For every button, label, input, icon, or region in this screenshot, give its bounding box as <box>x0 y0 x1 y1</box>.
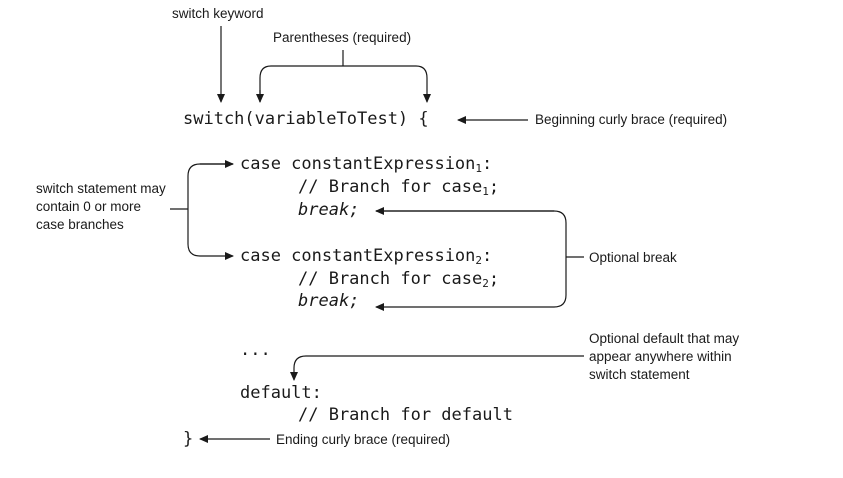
ending-brace-label: Ending curly brace (required) <box>276 432 451 447</box>
case1-sub: 1 <box>475 162 483 175</box>
case-branches-line-1: switch statement may <box>36 181 166 196</box>
default-line: default: <box>240 383 322 403</box>
case-branches-line-3: case branches <box>36 217 124 232</box>
optional-default-line-3: switch statement <box>589 367 690 382</box>
case-branches-label: switch statement may contain 0 or more c… <box>36 180 166 234</box>
branch2-sub: 2 <box>482 277 489 290</box>
branch1-sub: 1 <box>482 185 489 198</box>
parentheses-bracket <box>259 50 427 102</box>
switch-keyword-label: switch keyword <box>172 6 264 21</box>
break1-line: break; <box>298 200 360 220</box>
case-branches-bracket <box>170 163 233 256</box>
optional-default-label: Optional default that may appear anywher… <box>589 330 739 384</box>
beginning-brace-label: Beginning curly brace (required) <box>535 112 728 127</box>
optional-default-line-2: appear anywhere within <box>589 349 732 364</box>
default-branch-line: // Branch for default <box>298 405 513 425</box>
branch1-line: // Branch for case1; <box>298 177 500 198</box>
parentheses-label: Parentheses (required) <box>273 30 412 45</box>
close-brace: } <box>183 429 194 449</box>
switch-line: switch(variableToTest) { <box>183 109 429 129</box>
case1-suffix: : <box>482 154 493 174</box>
optional-break-label: Optional break <box>589 250 677 265</box>
ellipsis: ... <box>240 340 271 360</box>
case-branches-line-2: contain 0 or more <box>36 199 142 214</box>
case1-prefix: case constantExpression <box>240 154 476 174</box>
branch1-prefix: // Branch for case <box>298 177 483 197</box>
branch2-prefix: // Branch for case <box>298 269 483 289</box>
case2-suffix: : <box>482 246 493 266</box>
case2-sub: 2 <box>475 254 483 267</box>
branch1-suffix: ; <box>488 177 500 197</box>
optional-default-line-1: Optional default that may <box>589 331 740 346</box>
break2-line: break; <box>298 291 360 311</box>
case2-prefix: case constantExpression <box>240 246 476 266</box>
branch2-line: // Branch for case2; <box>298 269 500 290</box>
branch2-suffix: ; <box>488 269 500 289</box>
case2-line: case constantExpression2: <box>240 246 493 267</box>
optional-default-arrow <box>290 355 584 381</box>
case1-line: case constantExpression1: <box>240 154 493 175</box>
optional-break-bracket <box>376 210 584 307</box>
